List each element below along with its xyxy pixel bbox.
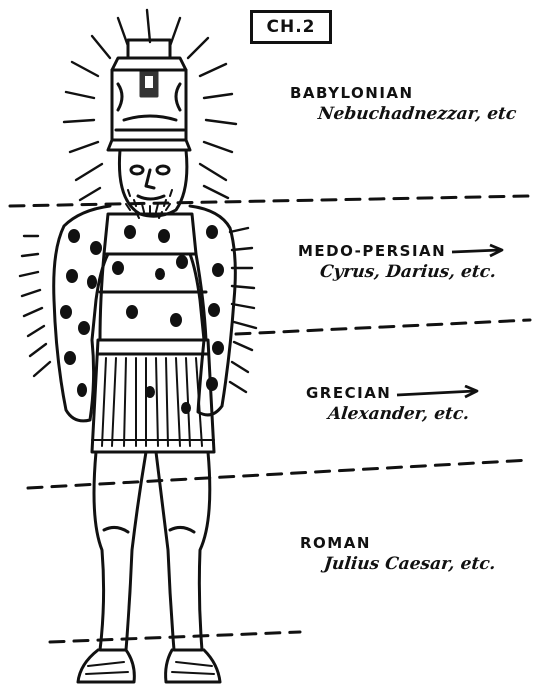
kingdom-rulers: Cyrus, Darius, etc.	[319, 262, 507, 282]
divider-belly-legs	[28, 460, 530, 488]
divider-feet	[50, 632, 300, 642]
arrow-right-icon	[395, 385, 481, 401]
kingdom-name: GRECIAN	[306, 384, 391, 402]
statue-head	[108, 40, 190, 218]
kingdom-name: BABYLONIAN	[290, 84, 414, 102]
kingdom-name: ROMAN	[300, 534, 371, 552]
kingdom-medo-persian: MEDO-PERSIAN Cyrus, Darius, etc.	[298, 242, 506, 282]
kingdom-rulers: Nebuchadnezzar, etc	[317, 104, 517, 124]
kingdom-rulers: Julius Caesar, etc.	[323, 554, 497, 574]
kingdom-name: MEDO-PERSIAN	[298, 242, 446, 260]
statue-chest-arms	[54, 206, 236, 421]
statue-skirt	[92, 340, 214, 452]
kingdom-roman: ROMAN Julius Caesar, etc.	[300, 534, 496, 574]
chapter-label: CH.2	[250, 10, 332, 44]
arm-spots	[60, 225, 224, 397]
arrow-right-icon	[450, 243, 506, 259]
statue-legs	[78, 452, 220, 682]
kingdom-rulers: Alexander, etc.	[327, 404, 482, 424]
divider-head-chest	[10, 196, 530, 206]
kingdom-babylonian: BABYLONIAN Nebuchadnezzar, etc	[290, 84, 516, 124]
divider-chest-belly	[236, 320, 530, 334]
kingdom-grecian: GRECIAN Alexander, etc.	[306, 384, 481, 424]
